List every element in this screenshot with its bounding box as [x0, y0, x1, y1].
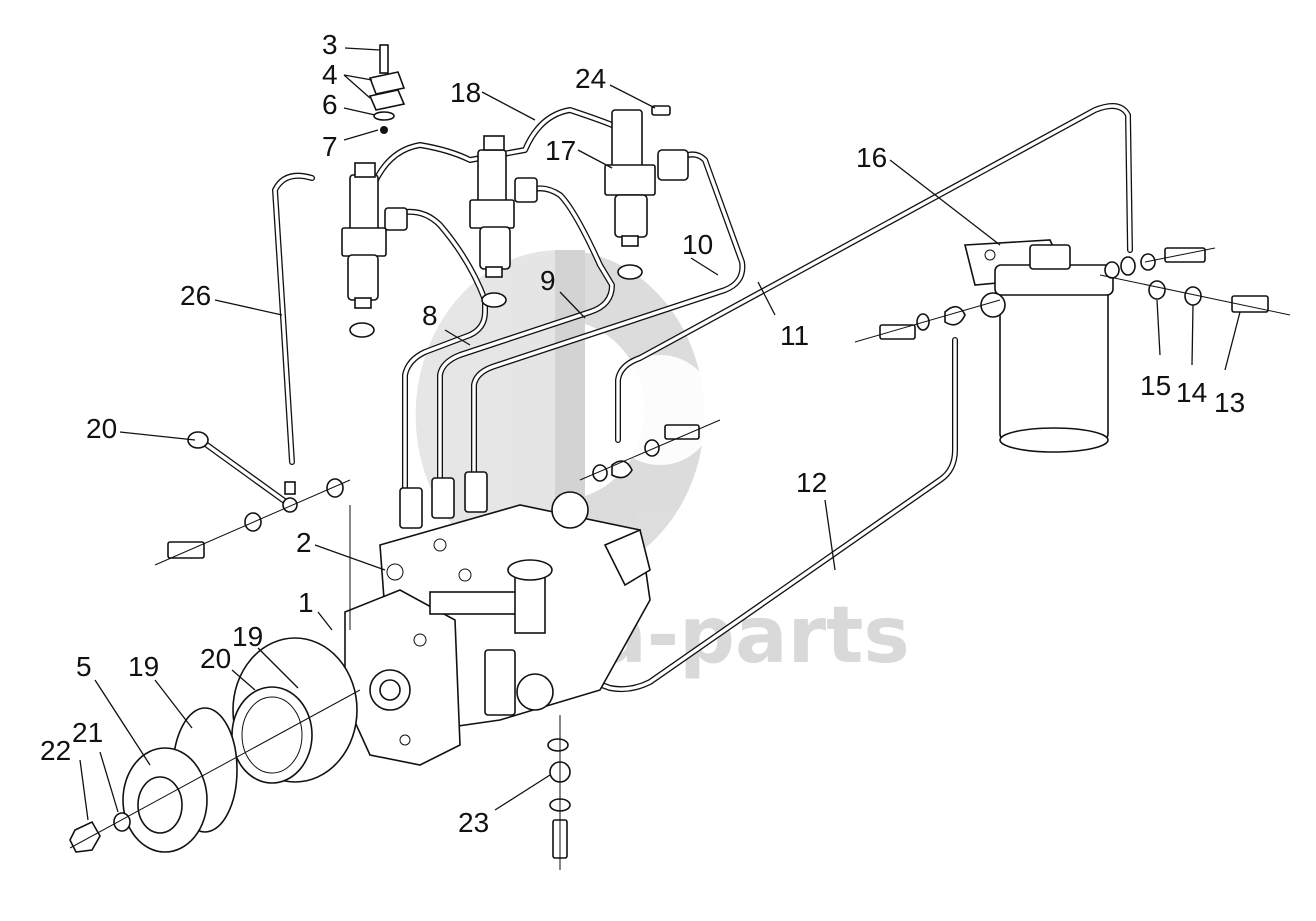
callout-22: 21 [72, 717, 103, 748]
callout-15: 15 [1140, 370, 1171, 401]
filter-fittings [592, 247, 1269, 482]
fuel-filter [963, 239, 1114, 453]
callout-20: 20 [200, 643, 231, 674]
callout-4: 4 [322, 59, 338, 90]
callout-19-right: 19 [232, 621, 263, 652]
callout-5: 5 [76, 651, 92, 682]
callout-24: 23 [458, 807, 489, 838]
injector-right [604, 109, 689, 280]
callout-7: 7 [322, 131, 338, 162]
callout-19-left: 19 [128, 651, 159, 682]
callout-labels: 3 4 6 7 18 24 17 16 10 9 8 11 12 15 14 1… [40, 29, 1245, 838]
callout-17: 17 [545, 135, 576, 166]
injector-left [341, 162, 408, 338]
callout-10: 10 [682, 229, 713, 260]
clamp-assembly [368, 44, 671, 134]
callout-11: 11 [780, 320, 809, 351]
callout-16: 16 [856, 142, 887, 173]
injector-middle [469, 135, 538, 308]
callout-18: 18 [450, 77, 481, 108]
callout-13: 13 [1214, 387, 1245, 418]
injection-pump [344, 471, 651, 766]
axis-lines [69, 247, 1291, 870]
callout-6: 6 [322, 89, 338, 120]
callout-8: 8 [422, 300, 438, 331]
callout-23: 22 [40, 735, 71, 766]
drive-flanges [69, 637, 358, 853]
misc-fittings [167, 431, 571, 859]
callout-26: 26 [180, 280, 211, 311]
callout-9: 9 [540, 265, 556, 296]
leader-lines [79, 47, 1241, 821]
fuel-lines [197, 103, 1133, 693]
callout-25: 24 [575, 63, 606, 94]
callout-14: 14 [1176, 377, 1207, 408]
callout-12: 12 [796, 467, 827, 498]
callout-1: 1 [298, 587, 314, 618]
callout-2: 2 [296, 527, 312, 558]
callout-3: 3 [322, 29, 338, 60]
callout-21: 20 [86, 413, 117, 444]
injector-pipes [402, 151, 746, 508]
